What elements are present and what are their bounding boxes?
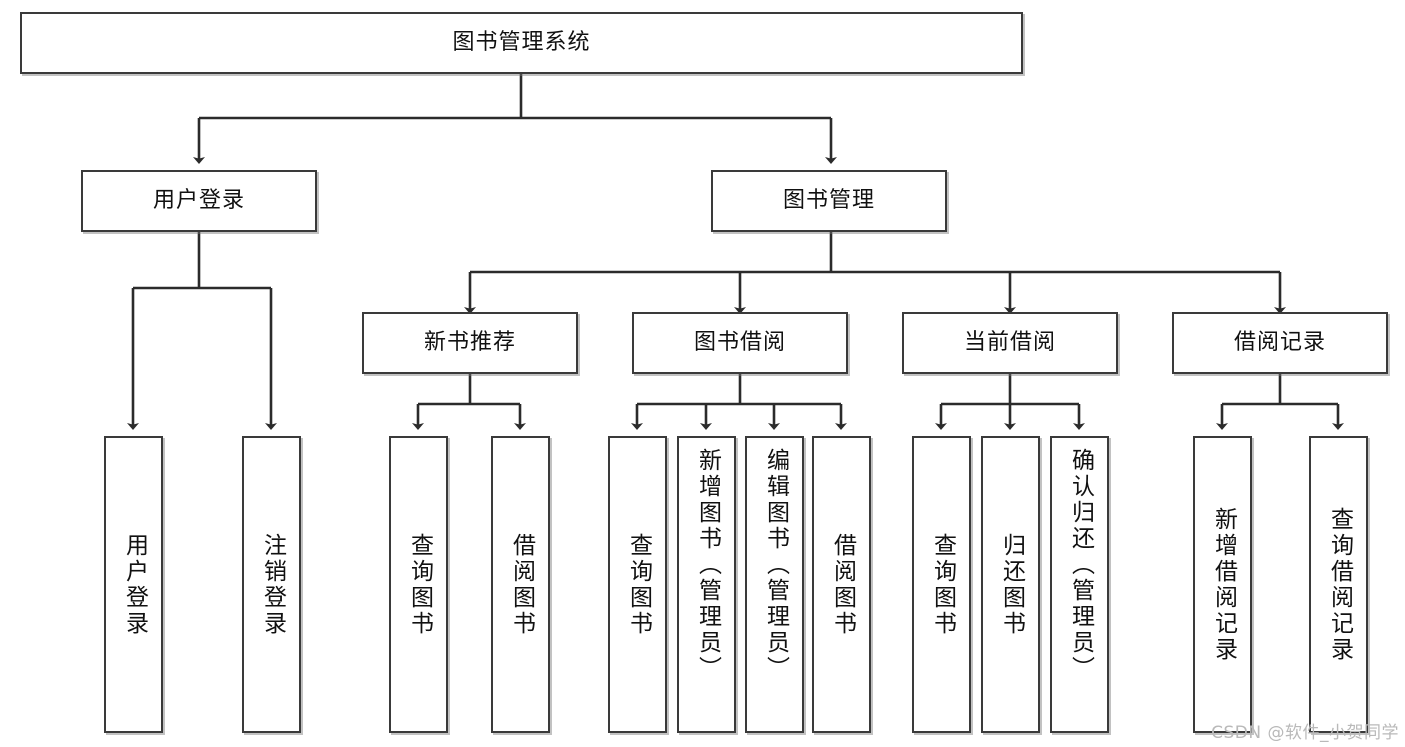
watermark: CSDN @软件_小贺同学 — [1211, 723, 1399, 743]
leaf-borrow-query-book[interactable]: 查询图书 — [608, 436, 667, 733]
node-current-borrow-label: 当前借阅 — [963, 330, 1056, 356]
node-book-borrow[interactable]: 图书借阅 — [632, 312, 848, 374]
leaf-label: 查询图书 — [406, 532, 433, 637]
node-root-label: 图书管理系统 — [452, 30, 591, 56]
leaf-current-return-book[interactable]: 归还图书 — [981, 436, 1040, 733]
leaf-new-book-borrow[interactable]: 借阅图书 — [491, 436, 550, 733]
leaf-label: 新增图书（管理员） — [694, 448, 721, 682]
leaf-record-query[interactable]: 查询借阅记录 — [1309, 436, 1368, 733]
leaf-user-login-login[interactable]: 用户登录 — [104, 436, 163, 733]
leaf-label: 注销登录 — [259, 532, 286, 637]
leaf-label: 借阅图书 — [829, 532, 856, 637]
node-borrow-record[interactable]: 借阅记录 — [1172, 312, 1388, 374]
node-user-login-label: 用户登录 — [152, 188, 245, 214]
leaf-label: 新增借阅记录 — [1210, 506, 1237, 663]
leaf-user-login-logout[interactable]: 注销登录 — [242, 436, 301, 733]
leaf-label: 用户登录 — [121, 532, 148, 637]
leaf-new-book-query[interactable]: 查询图书 — [389, 436, 448, 733]
node-user-login[interactable]: 用户登录 — [81, 170, 317, 232]
leaf-current-query-book[interactable]: 查询图书 — [912, 436, 971, 733]
leaf-label: 归还图书 — [998, 532, 1025, 637]
node-current-borrow[interactable]: 当前借阅 — [902, 312, 1118, 374]
node-new-book-recommend[interactable]: 新书推荐 — [362, 312, 578, 374]
node-new-book-recommend-label: 新书推荐 — [423, 330, 516, 356]
leaf-borrow-add-book[interactable]: 新增图书（管理员） — [677, 436, 736, 733]
node-book-management[interactable]: 图书管理 — [711, 170, 947, 232]
leaf-label: 查询借阅记录 — [1326, 506, 1353, 663]
leaf-label: 借阅图书 — [508, 532, 535, 637]
node-borrow-record-label: 借阅记录 — [1233, 330, 1326, 356]
node-root[interactable]: 图书管理系统 — [20, 12, 1023, 74]
leaf-label: 确认归还（管理员） — [1067, 448, 1094, 682]
node-book-management-label: 图书管理 — [782, 188, 875, 214]
leaf-label: 查询图书 — [625, 532, 652, 637]
leaf-current-confirm-return[interactable]: 确认归还（管理员） — [1050, 436, 1109, 733]
leaf-record-add[interactable]: 新增借阅记录 — [1193, 436, 1252, 733]
leaf-borrow-edit-book[interactable]: 编辑图书（管理员） — [745, 436, 804, 733]
leaf-label: 编辑图书（管理员） — [762, 448, 789, 682]
leaf-label: 查询图书 — [929, 532, 956, 637]
leaf-borrow-borrow-book[interactable]: 借阅图书 — [812, 436, 871, 733]
node-book-borrow-label: 图书借阅 — [693, 330, 786, 356]
